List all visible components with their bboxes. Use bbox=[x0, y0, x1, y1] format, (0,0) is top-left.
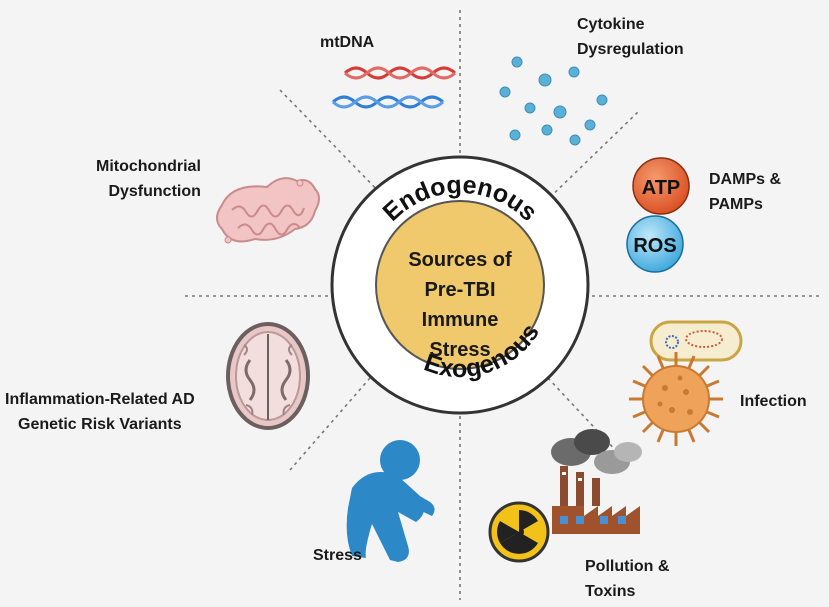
label-damps: DAMPs & PAMPs bbox=[709, 171, 782, 213]
ros-badge: ROS bbox=[626, 215, 684, 273]
virus-icon bbox=[629, 352, 723, 446]
label-mito: Mitochondrial Dysfunction bbox=[96, 158, 201, 200]
stress-figure-icon bbox=[346, 440, 435, 562]
brain-scan-icon bbox=[226, 322, 310, 430]
mitochondrion-icon bbox=[216, 177, 320, 244]
center-line-2: Pre-TBI bbox=[424, 279, 496, 301]
label-stress: Stress bbox=[313, 547, 362, 564]
center-line-4: Stress bbox=[429, 339, 491, 361]
atp-text: ATP bbox=[642, 177, 681, 199]
label-mtdna: mtDNA bbox=[320, 34, 375, 51]
center-line-3: Immune bbox=[421, 309, 499, 331]
label-pollution: Pollution & Toxins bbox=[585, 558, 670, 600]
divider-lines bbox=[185, 10, 820, 600]
radiation-icon bbox=[488, 501, 550, 563]
cytokine-dots-icon bbox=[499, 56, 608, 146]
center-title: Sources of Pre-TBI Immune Stress bbox=[385, 245, 535, 365]
center-circle bbox=[375, 200, 545, 370]
label-infection: Infection bbox=[740, 393, 807, 410]
label-ad-genetic: Inflammation-Related AD Genetic Risk Var… bbox=[5, 391, 195, 433]
label-cytokine: Cytokine Dysregulation bbox=[577, 16, 684, 58]
ros-text: ROS bbox=[633, 235, 676, 257]
dna-icon bbox=[331, 66, 457, 109]
bacteria-icon bbox=[649, 320, 743, 362]
factory-icon bbox=[551, 429, 642, 534]
center-line-1: Sources of bbox=[408, 249, 512, 271]
atp-badge: ATP bbox=[632, 157, 690, 215]
